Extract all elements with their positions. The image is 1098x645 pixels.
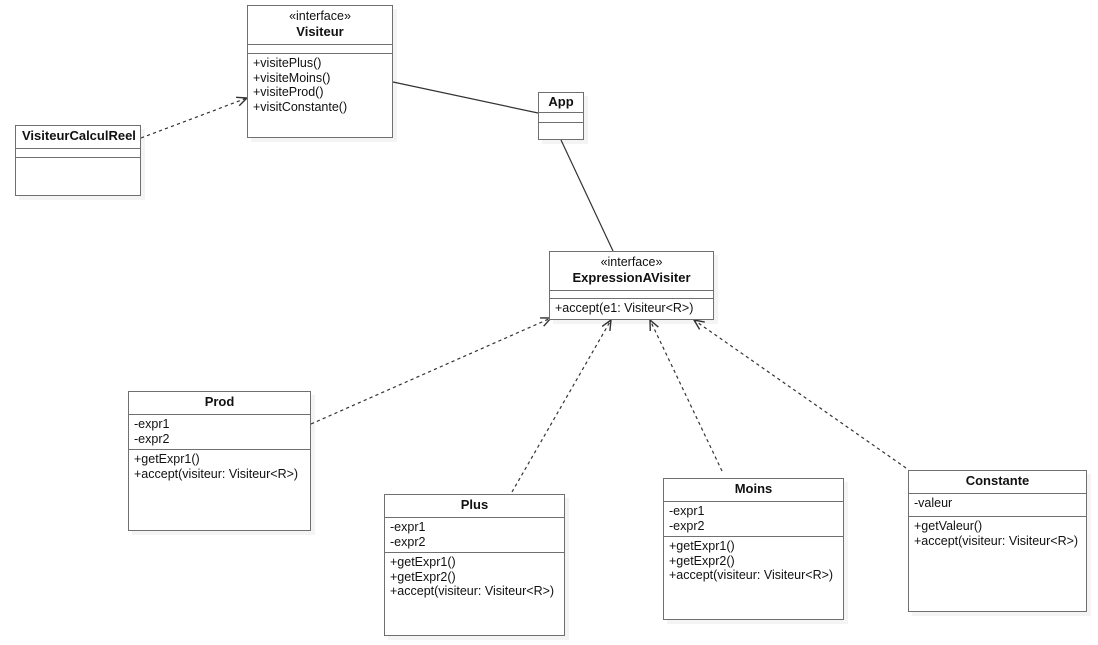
- class-box-expressionavisiter[interactable]: «interface» ExpressionAVisiter +accept(e…: [549, 251, 714, 320]
- stereotype-label: «interface»: [600, 255, 663, 269]
- operation-row: +accept(visiteur: Visiteur<R>): [134, 466, 299, 481]
- class-header-plus: Plus: [385, 495, 564, 518]
- operation-row: +visiteMoins(): [253, 70, 331, 85]
- class-name-label: App: [548, 94, 574, 109]
- class-box-moins[interactable]: Moins -expr1 -expr2 +getExpr1() +getExpr…: [663, 478, 844, 620]
- attributes-compartment-plus: -expr1 -expr2: [385, 518, 564, 553]
- attributes-compartment-constante: -valeur: [909, 494, 1086, 517]
- operations-compartment-moins: +getExpr1() +getExpr2() +accept(visiteur…: [664, 537, 843, 615]
- operation-row: +getExpr1(): [134, 452, 200, 466]
- operation-row: +accept(visiteur: Visiteur<R>): [669, 568, 834, 582]
- attribute-row: -expr1: [134, 417, 170, 431]
- class-header-constante: Constante: [909, 471, 1086, 494]
- class-name-label: Plus: [460, 497, 489, 512]
- operation-row: +getExpr2(): [669, 553, 735, 568]
- attribute-row: -valeur: [914, 496, 953, 510]
- class-name-label: Prod: [204, 394, 235, 409]
- class-name-label: Moins: [734, 481, 773, 496]
- relation-moins-expressionavisiter: [649, 318, 723, 472]
- attributes-compartment-visiteur: [248, 45, 392, 54]
- attributes-compartment-visiteurcalculreel: [16, 149, 140, 158]
- attribute-row: -expr2: [390, 534, 426, 549]
- class-box-constante[interactable]: Constante -valeur +getValeur() +accept(v…: [908, 470, 1087, 612]
- class-box-visiteurcalculreel[interactable]: VisiteurCalculReel: [15, 125, 141, 196]
- class-name-label: Visiteur: [296, 24, 344, 39]
- operations-compartment-plus: +getExpr1() +getExpr2() +accept(visiteur…: [385, 553, 564, 631]
- attributes-compartment-prod: -expr1 -expr2: [129, 415, 310, 450]
- operations-compartment-app: [539, 123, 583, 133]
- class-header-prod: Prod: [129, 392, 310, 415]
- class-name-label: VisiteurCalculReel: [22, 128, 136, 143]
- operations-compartment-expressionavisiter: +accept(e1: Visiteur<R>): [550, 299, 713, 319]
- operation-row: +getValeur(): [914, 519, 983, 533]
- class-header-visiteurcalculreel: VisiteurCalculReel: [16, 126, 140, 149]
- relation-prod-expressionavisiter: [310, 317, 553, 425]
- class-header-app: App: [539, 93, 583, 113]
- operation-row: +getExpr1(): [390, 555, 456, 569]
- class-box-app[interactable]: App: [538, 92, 584, 140]
- relation-visiteur-app: [392, 81, 539, 114]
- operations-compartment-prod: +getExpr1() +accept(visiteur: Visiteur<R…: [129, 450, 310, 527]
- operations-compartment-visiteurcalculreel: [16, 158, 140, 196]
- stereotype-label: «interface»: [289, 9, 351, 23]
- attributes-compartment-app: [539, 113, 583, 123]
- operations-compartment-constante: +getValeur() +accept(visiteur: Visiteur<…: [909, 517, 1086, 610]
- relation-visiteurcalculreel-visiteur: [140, 96, 249, 139]
- attributes-compartment-expressionavisiter: [550, 291, 713, 299]
- operation-row: +getExpr1(): [669, 539, 735, 553]
- operation-row: +getExpr2(): [390, 569, 456, 584]
- operation-row: +visitConstante(): [253, 99, 348, 114]
- class-header-expressionavisiter: «interface» ExpressionAVisiter: [550, 252, 713, 291]
- class-header-visiteur: «interface» Visiteur: [248, 6, 392, 45]
- class-name-label: ExpressionAVisiter: [572, 270, 691, 285]
- attribute-row: -expr2: [669, 518, 705, 533]
- operation-row: +accept(visiteur: Visiteur<R>): [390, 584, 555, 598]
- operation-row: +visitePlus(): [253, 56, 322, 70]
- attribute-row: -expr2: [134, 431, 170, 446]
- attribute-row: -expr1: [669, 504, 705, 518]
- relation-plus-expressionavisiter: [511, 318, 612, 493]
- class-box-prod[interactable]: Prod -expr1 -expr2 +getExpr1() +accept(v…: [128, 391, 311, 531]
- attributes-compartment-moins: -expr1 -expr2: [664, 502, 843, 537]
- attribute-row: -expr1: [390, 520, 426, 534]
- operation-row: +visiteProd(): [253, 85, 324, 99]
- relation-constante-expressionavisiter: [692, 319, 907, 469]
- operations-compartment-visiteur: +visitePlus() +visiteMoins() +visiteProd…: [248, 54, 392, 131]
- operation-row: +accept(visiteur: Visiteur<R>): [914, 533, 1079, 548]
- class-name-label: Constante: [965, 473, 1030, 488]
- class-header-moins: Moins: [664, 479, 843, 502]
- relation-app-expressionavisiter: [560, 139, 614, 252]
- class-box-plus[interactable]: Plus -expr1 -expr2 +getExpr1() +getExpr2…: [384, 494, 565, 636]
- operation-row: +accept(e1: Visiteur<R>): [555, 301, 694, 315]
- class-box-visiteur[interactable]: «interface» Visiteur +visitePlus() +visi…: [247, 5, 393, 138]
